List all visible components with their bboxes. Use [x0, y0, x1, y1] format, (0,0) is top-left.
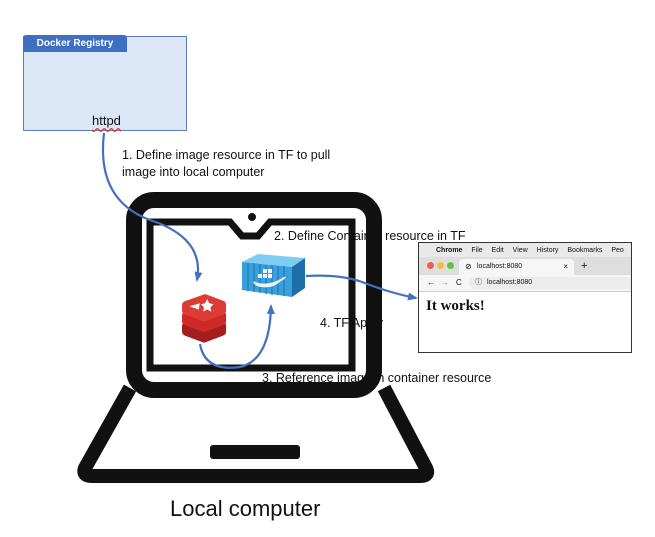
window-maximize-button[interactable]: [447, 262, 454, 269]
menu-file[interactable]: File: [471, 247, 483, 254]
menu-view[interactable]: View: [512, 247, 528, 254]
reference-image-arrow: [198, 304, 275, 369]
step-4-label: 4. TF Apply: [320, 316, 383, 330]
step-2-label: 2. Define Container resource in TF: [274, 229, 466, 243]
menu-history[interactable]: History: [536, 247, 559, 254]
menu-people[interactable]: Peo: [611, 247, 624, 254]
forward-button[interactable]: →: [441, 278, 449, 287]
window-close-button[interactable]: [427, 262, 434, 269]
laptop-icon: [77, 192, 435, 483]
address-bar[interactable]: ⓘ localhost:8080: [469, 277, 631, 289]
menu-chrome[interactable]: Chrome: [436, 247, 463, 254]
menu-edit[interactable]: Edit: [491, 247, 504, 254]
docker-container-icon: [242, 254, 305, 297]
apply-arrow: [305, 274, 418, 301]
info-icon[interactable]: ⓘ: [475, 279, 482, 286]
step-1-label: 1. Define image resource in TF to pull: [122, 148, 331, 162]
url-text: localhost:8080: [487, 279, 533, 286]
image-name-label: httpd: [92, 113, 121, 128]
browser-window: Chrome File Edit View History Bookmarks …: [418, 242, 632, 353]
browser-tab[interactable]: ⊘ localhost:8080 ×: [459, 259, 574, 275]
menu-bookmarks[interactable]: Bookmarks: [567, 247, 603, 254]
step-3-label: 3. Reference image in container resource: [262, 371, 492, 385]
page-heading: It works!: [426, 298, 485, 314]
back-button[interactable]: ←: [427, 278, 435, 287]
browser-nav-bar: ← → C ⓘ localhost:8080: [419, 275, 631, 292]
tab-title: localhost:8080: [477, 263, 523, 270]
browser-tab-bar: ⊘ localhost:8080 × +: [419, 257, 631, 275]
local-computer-label: Local computer: [170, 496, 321, 521]
reload-button[interactable]: C: [456, 278, 462, 287]
new-tab-button[interactable]: +: [581, 260, 588, 272]
step-1-label-line2: image into local computer: [122, 165, 265, 179]
window-minimize-button[interactable]: [437, 262, 444, 269]
tab-close-icon[interactable]: ×: [563, 262, 568, 271]
browser-menu-bar: Chrome File Edit View History Bookmarks …: [419, 243, 631, 257]
pull-image-arrow: [101, 132, 203, 282]
globe-icon: ⊘: [465, 262, 472, 271]
redis-cube-icon: [182, 294, 227, 343]
registry-title: Docker Registry: [23, 35, 127, 52]
